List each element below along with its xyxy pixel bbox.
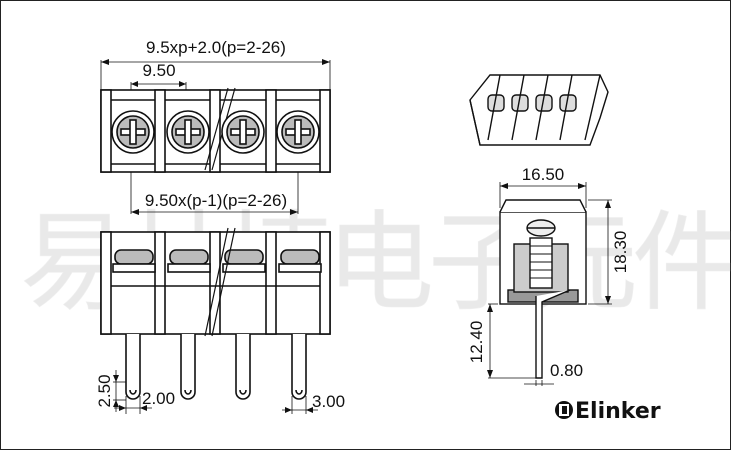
pin-row	[125, 334, 307, 400]
brand: Elinker	[555, 399, 661, 424]
elinker-logo-icon	[555, 401, 573, 419]
pin	[180, 334, 196, 400]
pin-dimensions	[113, 370, 318, 414]
body-width-label: 16.50	[522, 165, 565, 184]
body-height-label: 18.30	[611, 231, 630, 274]
side-dimensions	[487, 182, 612, 386]
screw-icon	[221, 110, 265, 154]
brand-name: Elinker	[575, 399, 661, 424]
screw-icon	[276, 110, 320, 154]
pin-slot-length-label: 2.50	[95, 374, 114, 407]
dimension-labels: 9.5xp+2.0(p=2-26) 9.50 9.50x(p-1)(p=2-26…	[95, 38, 630, 411]
side-view	[499, 199, 587, 379]
pin	[235, 334, 251, 400]
isometric-view	[469, 74, 609, 146]
pin-width-label: 2.00	[142, 389, 175, 408]
screw-icon	[166, 110, 210, 154]
pin	[291, 334, 307, 400]
pin-length-label: 12.40	[467, 321, 486, 364]
pitch-span-dimension	[130, 172, 299, 215]
front-view	[100, 227, 331, 337]
pin	[125, 334, 141, 400]
pitch-span-label: 9.50x(p-1)(p=2-26)	[145, 191, 287, 210]
overall-length-label: 9.5xp+2.0(p=2-26)	[146, 38, 286, 57]
pitch-label: 9.50	[142, 61, 175, 80]
screw-icon	[111, 110, 155, 154]
pin-thickness-label: 0.80	[550, 361, 583, 380]
screw-row-top	[111, 110, 320, 154]
pin-tip-width-label: 3.00	[312, 392, 345, 411]
